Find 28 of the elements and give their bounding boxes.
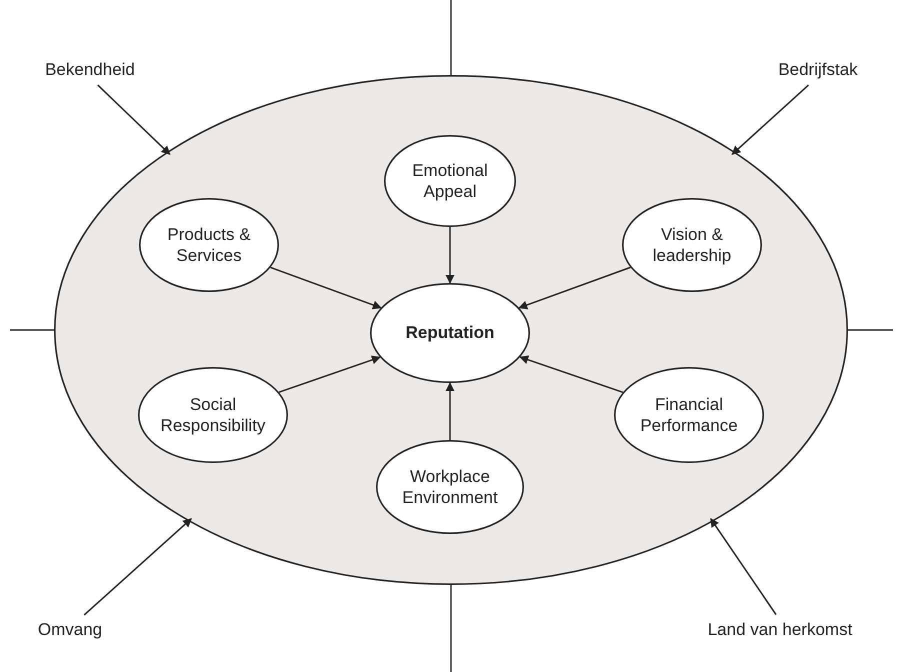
factor-label: Vision & leadership — [652, 224, 732, 266]
factor-ellipse — [138, 367, 288, 463]
factor-ellipse — [622, 198, 762, 292]
factor-ellipse — [614, 367, 764, 463]
factor-label: Financial Performance — [639, 394, 739, 436]
factor-label: Social Responsibility — [160, 394, 266, 436]
outer-label: Omvang — [25, 617, 115, 643]
factor-ellipse — [376, 440, 524, 534]
arrow — [710, 518, 777, 615]
arrow — [84, 518, 192, 616]
factor-ellipse — [139, 198, 279, 292]
factor-label: Products & Services — [166, 224, 252, 266]
arrow — [446, 227, 454, 284]
outer-label: Bedrijfstak — [763, 57, 873, 83]
outer-label: Bekendheid — [35, 57, 145, 83]
arrow — [270, 266, 382, 310]
arrow — [278, 356, 381, 393]
arrow — [519, 355, 624, 394]
arrow — [97, 84, 170, 155]
outer-label: Land van herkomst — [695, 617, 865, 643]
factor-ellipse — [370, 283, 530, 383]
factor-label: Emotional Appeal — [411, 160, 489, 202]
factor-label: Workplace Environment — [401, 466, 499, 508]
arrow — [732, 84, 809, 155]
factor-label: Reputation — [404, 322, 496, 344]
arrow — [446, 382, 454, 440]
arrow — [518, 266, 631, 310]
factor-ellipse — [384, 135, 516, 227]
